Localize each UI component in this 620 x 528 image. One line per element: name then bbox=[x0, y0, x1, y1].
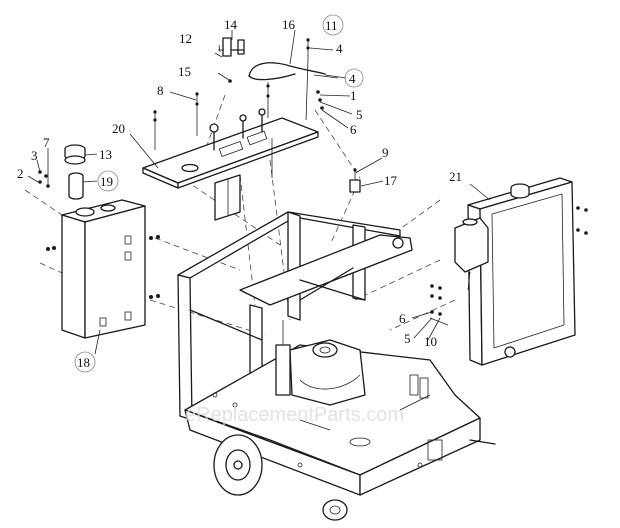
callout-4-upper: 4 bbox=[336, 41, 343, 56]
linkage-fasteners bbox=[214, 38, 339, 121]
callout-2: 2 bbox=[17, 166, 24, 181]
hydraulic-tank bbox=[61, 199, 146, 339]
front-wheel bbox=[213, 434, 263, 496]
callout-19: 19 bbox=[100, 174, 113, 189]
callout-20: 20 bbox=[112, 121, 125, 136]
callout-10: 10 bbox=[424, 334, 437, 349]
callout-18: 18 bbox=[77, 355, 90, 370]
callout-13: 13 bbox=[99, 147, 112, 162]
callout-4-lower: 4 bbox=[349, 71, 356, 86]
tank-fasteners bbox=[38, 165, 160, 299]
callout-labels: 14 16 11 12 4 15 4 8 1 5 20 6 7 3 13 2 1… bbox=[17, 17, 462, 370]
callout-3: 3 bbox=[31, 148, 38, 163]
filter-cap bbox=[64, 144, 86, 165]
pump-bracket bbox=[349, 168, 361, 193]
callout-17: 17 bbox=[384, 173, 398, 188]
throttle-cable bbox=[248, 62, 326, 81]
callout-9: 9 bbox=[382, 145, 389, 160]
rear-wheel bbox=[322, 499, 348, 521]
radiator bbox=[467, 177, 576, 366]
callout-1: 1 bbox=[350, 88, 357, 103]
callout-21: 21 bbox=[449, 169, 462, 184]
callout-14: 14 bbox=[224, 17, 238, 32]
callout-8: 8 bbox=[157, 83, 164, 98]
callout-6-lower: 6 bbox=[399, 311, 406, 326]
callout-12: 12 bbox=[179, 31, 192, 46]
callout-rings bbox=[74, 14, 364, 373]
coolant-reservoir bbox=[454, 217, 489, 291]
callout-5-upper: 5 bbox=[356, 107, 363, 122]
watermark: eReplacementParts.com bbox=[185, 404, 404, 426]
throttle-handle bbox=[218, 37, 245, 57]
callout-5-lower: 5 bbox=[404, 331, 411, 346]
radiator-fasteners bbox=[429, 206, 588, 326]
filter-element bbox=[68, 172, 84, 200]
engine-pump bbox=[275, 320, 366, 406]
callout-leaders bbox=[27, 29, 491, 355]
callout-6-upper: 6 bbox=[350, 122, 357, 137]
callout-15: 15 bbox=[178, 64, 191, 79]
callout-16: 16 bbox=[282, 17, 296, 32]
callout-11: 11 bbox=[325, 18, 338, 33]
control-panel bbox=[142, 82, 319, 221]
machine-frame bbox=[177, 211, 496, 496]
callout-7: 7 bbox=[43, 135, 50, 150]
